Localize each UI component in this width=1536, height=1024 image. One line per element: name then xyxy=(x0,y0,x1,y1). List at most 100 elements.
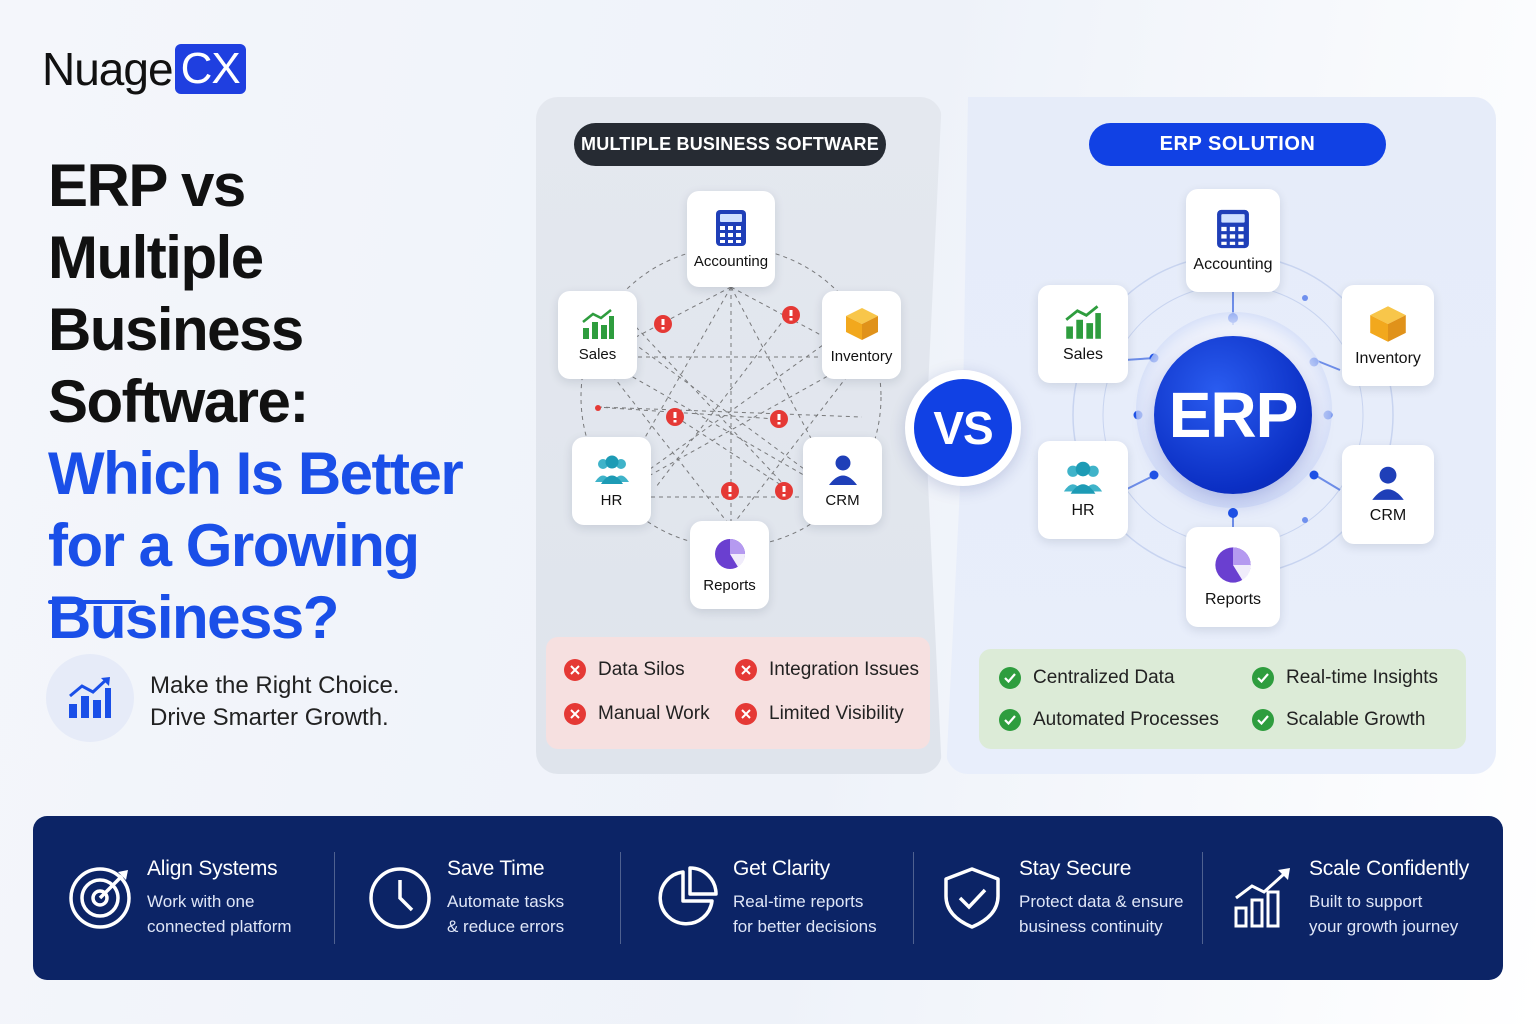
node-label: Reports xyxy=(1204,591,1262,608)
x-circle-icon xyxy=(564,659,586,681)
title-line-6: Business? xyxy=(48,584,339,651)
benefit-item: Scalable Growth xyxy=(1252,709,1425,731)
feature-title: Align Systems xyxy=(147,857,278,880)
feature-desc: Work with one connected platform xyxy=(147,892,292,936)
benefit-item: Centralized Data xyxy=(999,667,1175,689)
check-circle-icon xyxy=(999,667,1021,689)
right-node-accounting[interactable]: Accounting xyxy=(1186,189,1280,292)
title-line-1: ERP vs xyxy=(48,152,246,219)
left-node-crm[interactable]: CRM xyxy=(803,437,882,525)
node-label: Reports xyxy=(703,576,756,594)
logo-badge: CX xyxy=(174,44,246,94)
issue-item: Data Silos xyxy=(564,659,685,681)
divider xyxy=(620,852,621,944)
check-circle-icon xyxy=(999,709,1021,731)
user-icon xyxy=(828,455,857,485)
node-label: Sales xyxy=(1062,346,1104,363)
clock-icon xyxy=(367,865,433,931)
feature-title: Save Time xyxy=(447,857,545,880)
erp-core: ERP xyxy=(1154,336,1312,494)
sales-chart-icon xyxy=(1065,305,1101,339)
divider xyxy=(913,852,914,944)
title-line-4: Which Is Better xyxy=(48,440,464,507)
benefits-box: Centralized Data Real-time Insights Auto… xyxy=(979,649,1466,749)
title-line-2: Multiple Business xyxy=(48,224,304,363)
title-line-5: for a Growing xyxy=(48,512,420,579)
left-node-hr[interactable]: HR xyxy=(572,437,651,525)
right-node-crm[interactable]: CRM xyxy=(1342,445,1434,544)
page-title: ERP vs Multiple Business Software: Which… xyxy=(48,150,528,654)
title-line-3: Software: xyxy=(48,368,309,435)
sales-chart-icon xyxy=(581,308,614,339)
x-circle-icon xyxy=(564,703,586,725)
shield-check-icon xyxy=(939,865,1005,931)
pie-chart-icon xyxy=(714,538,745,569)
left-node-reports[interactable]: Reports xyxy=(690,521,769,609)
tagline: Make the Right Choice. Drive Smarter Gro… xyxy=(150,670,399,734)
node-label: CRM xyxy=(825,491,860,509)
feature-title: Get Clarity xyxy=(733,857,830,880)
issue-item: Limited Visibility xyxy=(735,703,904,725)
multiple-software-pill: MULTIPLE BUSINESS SOFTWARE xyxy=(574,123,886,166)
node-label: Accounting xyxy=(693,252,769,270)
right-node-reports[interactable]: Reports xyxy=(1186,527,1280,627)
growth-bars-icon xyxy=(46,654,134,742)
feature-title: Scale Confidently xyxy=(1309,857,1470,880)
target-icon xyxy=(67,865,133,931)
benefit-item: Automated Processes xyxy=(999,709,1219,731)
calculator-icon xyxy=(716,209,746,246)
check-circle-icon xyxy=(1252,709,1274,731)
left-node-inventory[interactable]: Inventory xyxy=(822,291,901,379)
tagline-line-1: Make the Right Choice. xyxy=(150,672,400,699)
issue-item: Manual Work xyxy=(564,703,710,725)
left-node-sales[interactable]: Sales xyxy=(558,291,637,379)
node-label: HR xyxy=(1071,502,1095,519)
tagline-line-2: Drive Smarter Growth. xyxy=(150,704,389,731)
node-label: Inventory xyxy=(830,347,893,365)
vs-badge: VS xyxy=(905,370,1021,486)
feature-desc: Automate tasks & reduce errors xyxy=(447,892,565,936)
node-label: Sales xyxy=(578,345,617,363)
logo-word: Nuage xyxy=(42,43,174,95)
issue-item: Integration Issues xyxy=(735,659,919,681)
people-icon xyxy=(1063,461,1103,494)
left-node-accounting[interactable]: Accounting xyxy=(687,191,775,287)
user-icon xyxy=(1372,466,1404,500)
right-node-hr[interactable]: HR xyxy=(1038,441,1128,539)
feature-desc: Built to support your growth journey xyxy=(1309,892,1459,936)
check-circle-icon xyxy=(1252,667,1274,689)
pie-chart-icon xyxy=(653,865,719,931)
node-label: CRM xyxy=(1369,506,1407,524)
people-icon xyxy=(594,455,629,484)
divider xyxy=(1202,852,1203,944)
feature-desc: Protect data & ensure business continuit… xyxy=(1019,892,1184,936)
box-icon xyxy=(1370,305,1406,342)
calculator-icon xyxy=(1217,209,1249,248)
node-label: Accounting xyxy=(1193,255,1273,273)
x-circle-icon xyxy=(735,703,757,725)
x-circle-icon xyxy=(735,659,757,681)
feature-title: Stay Secure xyxy=(1019,857,1132,880)
node-label: HR xyxy=(600,491,623,509)
node-label: Inventory xyxy=(1355,349,1421,367)
feature-desc: Real-time reports for better decisions xyxy=(733,892,877,936)
box-icon xyxy=(845,307,878,340)
growth-chart-icon xyxy=(1229,865,1295,931)
benefit-item: Real-time Insights xyxy=(1252,667,1438,689)
pie-chart-icon xyxy=(1215,547,1251,583)
right-node-sales[interactable]: Sales xyxy=(1038,285,1128,383)
warning-markers xyxy=(595,306,800,500)
vs-label: VS xyxy=(914,379,1012,477)
divider xyxy=(334,852,335,944)
title-underline xyxy=(48,600,136,604)
erp-solution-pill: ERP SOLUTION xyxy=(1089,123,1386,166)
issues-box: Data Silos Integration Issues Manual Wor… xyxy=(546,637,930,749)
right-node-inventory[interactable]: Inventory xyxy=(1342,285,1434,386)
